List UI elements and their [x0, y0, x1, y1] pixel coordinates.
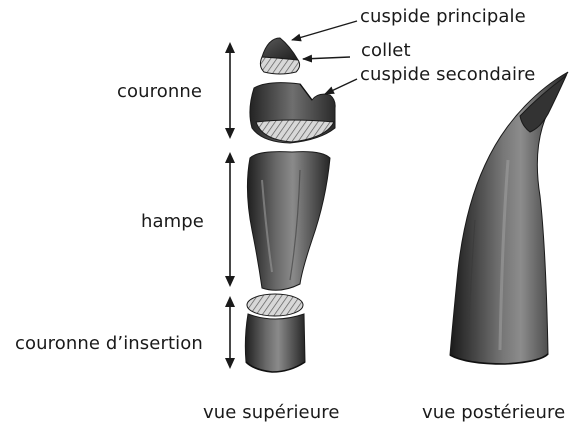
dimension-arrow-insertion	[225, 296, 235, 369]
crown-block	[250, 83, 335, 143]
shaft-piece	[247, 152, 330, 291]
cusp-piece	[260, 38, 299, 74]
label-cuspide-principale: cuspide principale	[360, 6, 526, 28]
pointer-arrows	[292, 21, 357, 94]
label-cuspide-secondaire: cuspide secondaire	[360, 64, 535, 86]
posterior-horn	[450, 72, 568, 364]
label-hampe: hampe	[141, 211, 204, 233]
label-collet: collet	[361, 40, 411, 62]
caption-vue-superieure: vue supérieure	[203, 402, 340, 424]
label-couronne: couronne	[117, 81, 202, 103]
dimension-arrow-couronne	[225, 42, 235, 139]
dimension-arrow-hampe	[225, 152, 235, 287]
label-couronne-insertion: couronne d’insertion	[15, 333, 203, 355]
insertion-piece	[245, 294, 305, 372]
caption-vue-posterieure: vue postérieure	[422, 402, 565, 424]
